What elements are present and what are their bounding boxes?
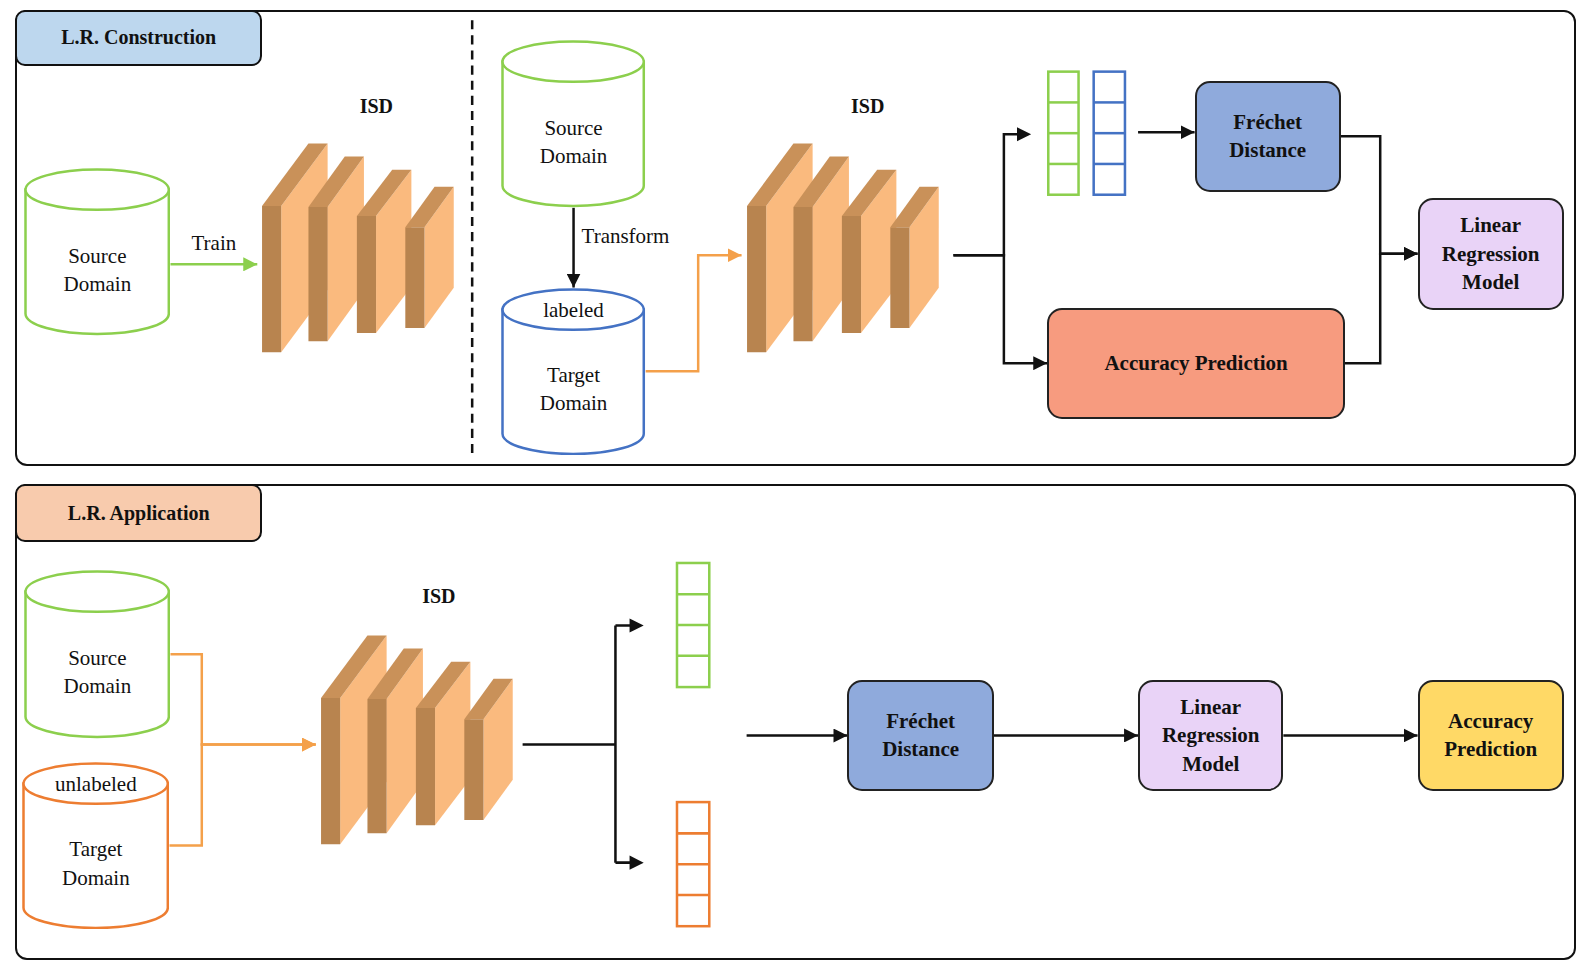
cylinder-top [503, 42, 644, 82]
layer-side [747, 206, 766, 352]
feature-vector [677, 563, 709, 687]
feature-vector [677, 802, 709, 926]
connector-arrow [646, 255, 742, 371]
connector-arrow [1283, 734, 1417, 737]
process-box: Accuracy Prediction [1047, 308, 1345, 419]
arrow-head [630, 618, 644, 632]
cylinder-top [503, 289, 644, 329]
data-label: Source Domain [41, 644, 153, 701]
database-cylinder: unlabeledTarget Domain [22, 762, 169, 929]
layer-top [309, 156, 364, 206]
process-box: Fréchet Distance [1195, 81, 1341, 192]
layer-top [406, 187, 454, 227]
arrow-head [630, 856, 644, 870]
data-tag: labeled [518, 296, 630, 324]
edge-label: Train [190, 231, 239, 256]
panel-title: L.R. Construction [61, 24, 216, 51]
box-label: Accuracy Prediction [1431, 707, 1551, 764]
connector-arrow [572, 208, 575, 288]
connector-arrow [169, 745, 315, 846]
edge-label: Transform [580, 224, 672, 249]
model-label: ISD [360, 93, 393, 120]
process-box: Linear Regression Model [1418, 198, 1564, 310]
connector-arrow [953, 255, 1047, 363]
layer-top [793, 156, 848, 206]
layer-side [890, 227, 909, 328]
box-label: Linear Regression Model [1151, 693, 1271, 778]
panel-title: L.R. Application [68, 500, 210, 527]
layer-side [406, 227, 425, 328]
layer-side [309, 207, 328, 341]
network-model: ISD [257, 93, 459, 357]
feature-vector [1048, 72, 1078, 195]
panel-tab: L.R. Construction [15, 10, 262, 65]
network-layers [257, 93, 459, 357]
connector-arrow [523, 736, 848, 745]
network-layers [316, 583, 523, 847]
data-label: Target Domain [40, 835, 152, 892]
connector-arrow [994, 734, 1138, 737]
divider-line [471, 20, 474, 456]
layer-side [841, 216, 860, 333]
database-cylinder: Source Domain [501, 40, 645, 207]
layer-side [367, 699, 386, 833]
cylinder-top [24, 763, 168, 803]
network-layers [742, 93, 954, 357]
bracket [615, 626, 631, 863]
network-model: ISD [316, 583, 523, 847]
layer-side [262, 206, 281, 352]
data-tag: unlabeled [40, 770, 152, 798]
process-box: Fréchet Distance [847, 680, 993, 791]
layer-top [357, 169, 411, 215]
cylinder-top [26, 572, 169, 612]
panel: Source Domain unlabeledTarget Domain ISD Fr… [15, 484, 1576, 960]
layer-side [321, 698, 340, 844]
connector-arrow [1341, 136, 1418, 254]
layer-side [464, 719, 483, 820]
layer-top [890, 187, 938, 227]
panel-tab: L.R. Application [15, 484, 262, 542]
box-label: Linear Regression Model [1431, 211, 1551, 296]
layer-side [793, 207, 812, 341]
data-label: Target Domain [518, 361, 630, 418]
layer-top [841, 169, 895, 215]
data-label: Source Domain [41, 242, 153, 299]
arrow-head [1017, 127, 1031, 141]
model-label: ISD [851, 93, 884, 120]
connector-arrow [170, 263, 257, 266]
data-label: Source Domain [518, 114, 630, 171]
layer-side [357, 216, 376, 333]
box-label: Fréchet Distance [1208, 108, 1328, 165]
connector-arrow [953, 132, 1194, 255]
layer-top [367, 649, 422, 699]
box-label: Accuracy Prediction [1104, 349, 1287, 377]
feature-vector [1094, 72, 1125, 195]
layer-top [464, 679, 512, 719]
connector-arrow [1345, 254, 1418, 363]
database-cylinder: labeledTarget Domain [501, 288, 645, 455]
model-label: ISD [422, 583, 455, 610]
process-box: Linear Regression Model [1138, 680, 1283, 791]
output-box: Accuracy Prediction [1418, 680, 1564, 791]
layer-side [416, 708, 435, 825]
network-model: ISD [742, 93, 954, 357]
layer-top [416, 662, 470, 708]
box-label: Fréchet Distance [861, 707, 981, 764]
database-cylinder: Source Domain [24, 570, 170, 738]
database-cylinder: Source Domain [24, 168, 170, 335]
cylinder-top [26, 170, 169, 210]
panel: Source Domain ISD Source Domain labeledTarg… [15, 10, 1576, 466]
connector-arrow [170, 654, 315, 744]
